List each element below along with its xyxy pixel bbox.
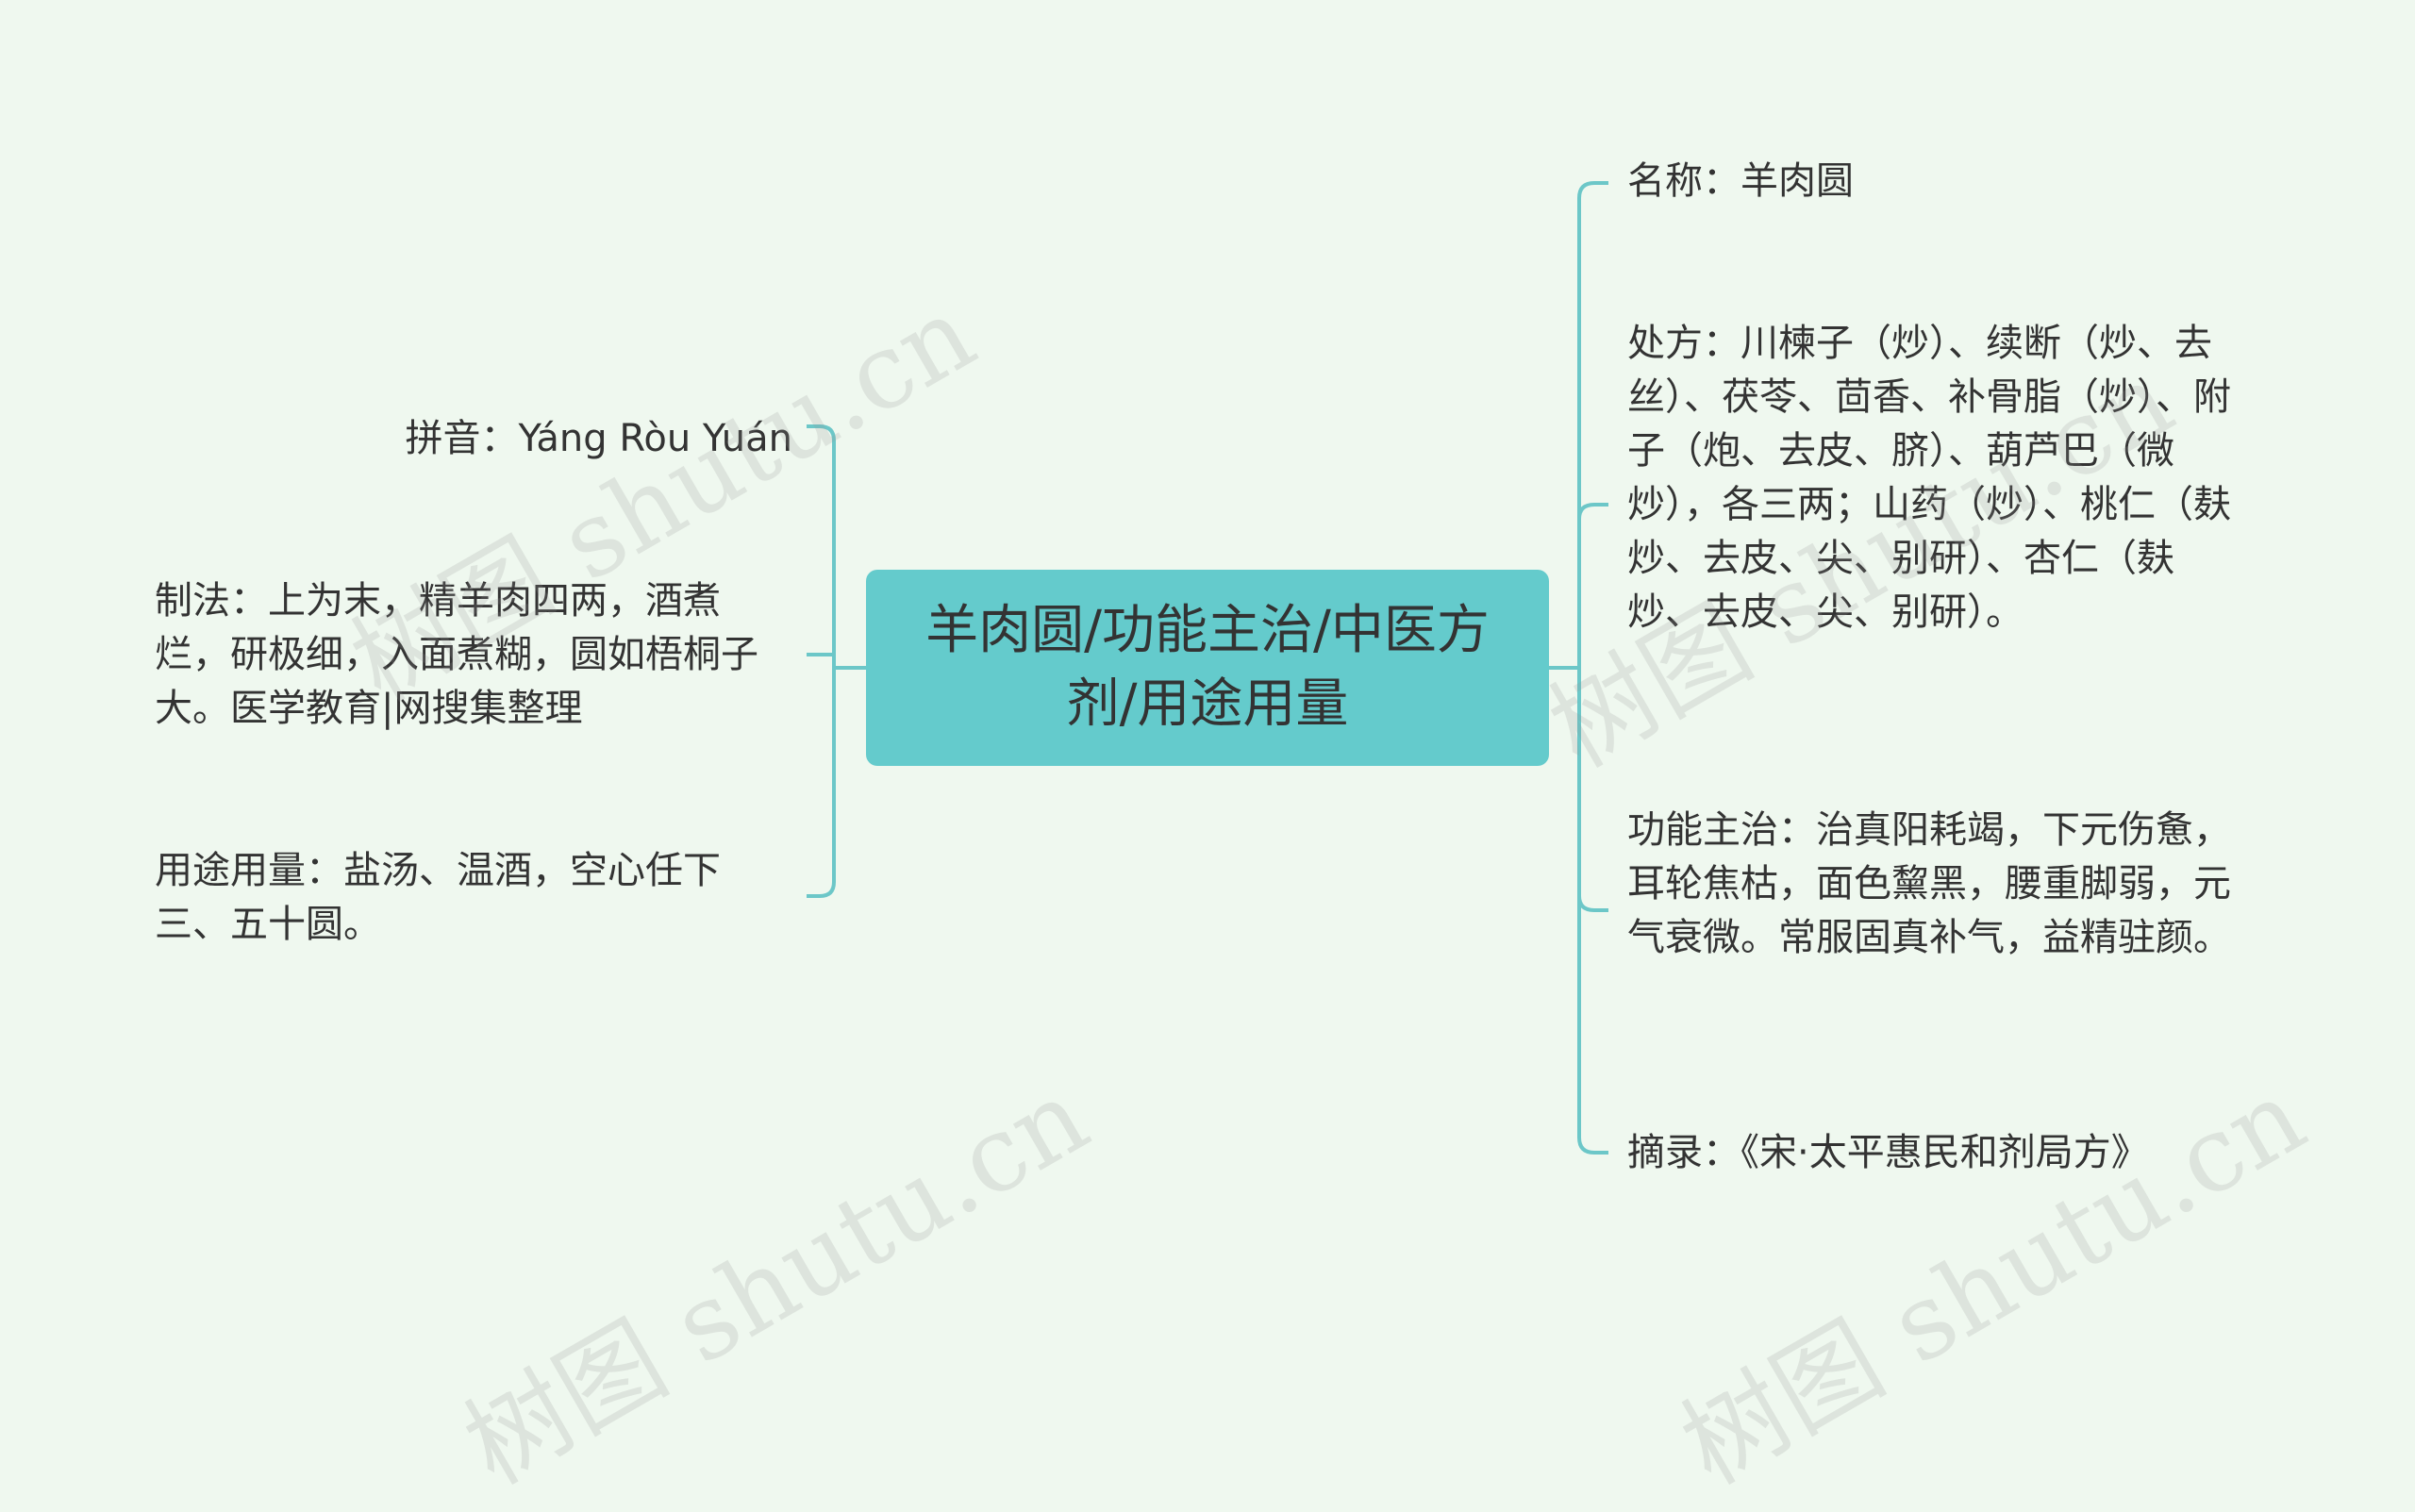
- connector-lines: [807, 181, 1608, 1155]
- central-topic-label: 羊肉圆/功能主治/中医方剂/用途用量: [925, 600, 1490, 735]
- left-node-pinyin[interactable]: 拼音：Yáng Ròu Yuán: [405, 417, 793, 460]
- connector-right-second: [1577, 503, 1608, 520]
- connector-right-trunk: [1577, 181, 1608, 1155]
- mindmap-canvas: 羊肉圆/功能主治/中医方剂/用途用量 拼音：Yáng Ròu Yuán 制法：上…: [155, 159, 2323, 1507]
- connector-left-trunk: [807, 424, 836, 898]
- left-node-usage-dosage[interactable]: 用途用量：盐汤、温酒，空心任下三、五十圆。: [155, 849, 721, 946]
- right-node-source[interactable]: 摘录：《宋·太平惠民和剂局方》: [1627, 1131, 2149, 1174]
- connector-right-third: [1577, 895, 1608, 912]
- right-node-indications[interactable]: 功能主治：治真阳耗竭，下元伤惫，耳轮焦枯，面色黧黑，腰重脚弱，元气衰微。常服固真…: [1627, 808, 2231, 959]
- central-topic[interactable]: 羊肉圆/功能主治/中医方剂/用途用量: [866, 570, 1549, 766]
- right-node-name[interactable]: 名称：羊肉圆: [1627, 159, 1854, 203]
- right-node-prescription[interactable]: 处方：川楝子（炒）、续断（炒、去丝）、茯苓、茴香、补骨脂（炒）、附子（炮、去皮、…: [1627, 322, 2231, 634]
- left-node-preparation[interactable]: 制法：上为末，精羊肉四两，酒煮烂，研极细，入面煮糊，圆如梧桐子大。医学教育|网搜…: [155, 579, 758, 730]
